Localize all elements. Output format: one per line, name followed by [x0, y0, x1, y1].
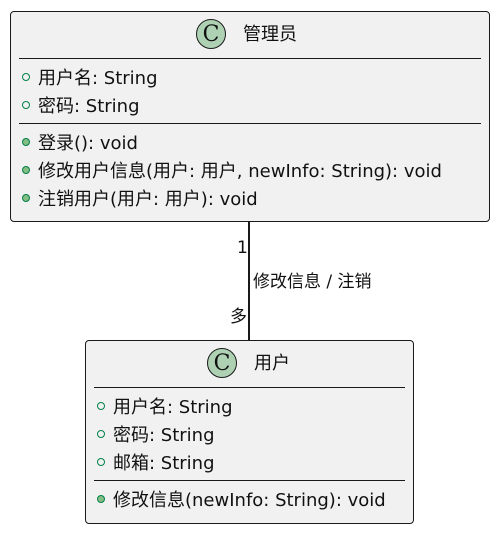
admin-attributes: 用户名: String 密码: String — [11, 59, 489, 123]
attribute-text: 邮箱: String — [113, 453, 215, 474]
attribute-row: 用户名: String — [11, 63, 489, 91]
method-row: 修改信息(newInfo: String): void — [86, 485, 413, 513]
user-class-name: 用户 — [254, 353, 290, 374]
attribute-text: 密码: String — [38, 96, 140, 117]
attribute-text: 用户名: String — [113, 397, 233, 418]
attribute-text: 用户名: String — [38, 68, 158, 89]
admin-header-divider — [19, 58, 481, 59]
public-method-icon — [22, 194, 30, 202]
user-attributes: 用户名: String 密码: String 邮箱: String — [86, 388, 413, 480]
method-text: 登录(): void — [38, 133, 138, 154]
method-row: 修改用户信息(用户: 用户, newInfo: String): void — [11, 156, 489, 184]
public-method-icon — [22, 166, 30, 174]
admin-class-name: 管理员 — [243, 24, 297, 45]
source-multiplicity: 1 — [237, 238, 248, 258]
association-line[interactable] — [248, 221, 250, 341]
public-attribute-icon — [22, 101, 30, 109]
attribute-row: 密码: String — [86, 420, 413, 448]
attribute-row: 密码: String — [11, 91, 489, 119]
user-header-divider — [94, 387, 405, 388]
class-c-icon: C — [207, 348, 237, 378]
user-methods-divider — [94, 480, 405, 481]
method-text: 注销用户(用户: 用户): void — [38, 189, 258, 210]
admin-methods-divider — [19, 123, 481, 124]
public-attribute-icon — [97, 430, 105, 438]
method-text: 修改信息(newInfo: String): void — [113, 490, 386, 511]
user-class[interactable]: C 用户 用户名: String 密码: String 邮箱: String 修… — [85, 340, 414, 524]
attribute-row: 邮箱: String — [86, 448, 413, 476]
admin-class[interactable]: C 管理员 用户名: String 密码: String 登录(): void … — [10, 11, 490, 222]
admin-methods: 登录(): void 修改用户信息(用户: 用户, newInfo: Strin… — [11, 124, 489, 216]
association-label: 修改信息 / 注销 — [253, 272, 372, 292]
class-c-icon: C — [196, 19, 226, 49]
method-text: 修改用户信息(用户: 用户, newInfo: String): void — [38, 161, 442, 182]
public-attribute-icon — [97, 458, 105, 466]
target-multiplicity: 多 — [230, 307, 247, 327]
public-attribute-icon — [22, 73, 30, 81]
public-method-icon — [97, 495, 105, 503]
method-row: 注销用户(用户: 用户): void — [11, 184, 489, 212]
public-attribute-icon — [97, 402, 105, 410]
attribute-text: 密码: String — [113, 425, 215, 446]
admin-class-header: C 管理员 — [11, 12, 489, 58]
public-method-icon — [22, 138, 30, 146]
attribute-row: 用户名: String — [86, 392, 413, 420]
method-row: 登录(): void — [11, 128, 489, 156]
user-class-header: C 用户 — [86, 341, 413, 387]
user-methods: 修改信息(newInfo: String): void — [86, 481, 413, 517]
